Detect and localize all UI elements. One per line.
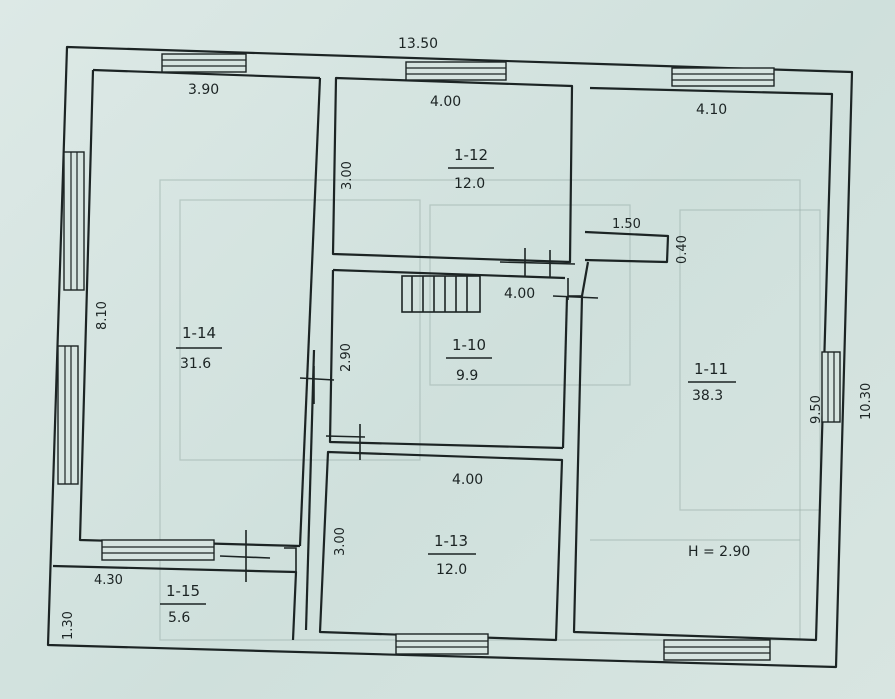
door-marks [219,248,599,582]
room-1-12-area: 12.0 [454,176,485,192]
window-bottom-right [663,639,771,661]
room-1-15-area: 5.6 [168,610,190,626]
room-1-11-id: 1-11 [694,360,728,378]
window-top-right [671,67,775,87]
ledge-depth: 0.40 [675,235,690,264]
room-1-10-area: 9.9 [456,368,478,384]
window-bottom-left [101,539,215,561]
room-1-15-walls [52,547,298,641]
room-1-15-id: 1-15 [166,582,200,600]
room-1-12-walls [331,76,574,264]
room-1-14-width: 3.90 [188,82,219,98]
ledge-width: 1.50 [612,217,641,232]
room-1-11-area: 38.3 [692,388,723,404]
room-1-11-height: 9.50 [809,395,824,424]
room-1-13-width: 4.00 [452,472,483,488]
room-1-15-height: 1.30 [61,611,76,640]
window-right [821,351,841,423]
room-1-10-width: 4.00 [504,286,535,302]
room-1-12-id: 1-12 [454,146,488,164]
room-1-14-area: 31.6 [180,356,211,372]
room-1-10-height: 2.90 [339,343,354,372]
staircase [401,275,481,313]
window-left-lower [57,345,79,485]
room-1-12-height: 3.00 [340,161,355,190]
room-1-11-width: 4.10 [696,102,727,118]
ceiling-height-note: H = 2.90 [688,544,750,560]
window-left-upper [63,151,85,291]
overall-height-label: 10.30 [859,383,874,420]
room-1-14-height: 8.10 [95,301,110,330]
room-1-12-width: 4.00 [430,94,461,110]
room-1-15-width: 4.30 [94,573,123,588]
room-1-13-area: 12.0 [436,562,467,578]
window-bottom-middle [395,633,489,655]
window-top-middle [405,61,507,81]
window-top-left [161,53,247,73]
room-1-13-id: 1-13 [434,532,468,550]
outer-walls [46,45,854,669]
windows [57,53,841,661]
overall-width-label: 13.50 [398,36,438,52]
room-1-10-id: 1-10 [452,336,486,354]
room-1-14-id: 1-14 [182,324,216,342]
room-1-13-height: 3.00 [333,527,348,556]
room-1-10-walls [328,268,582,450]
room-1-13-walls [304,349,564,642]
room-1-11-walls [572,86,834,642]
